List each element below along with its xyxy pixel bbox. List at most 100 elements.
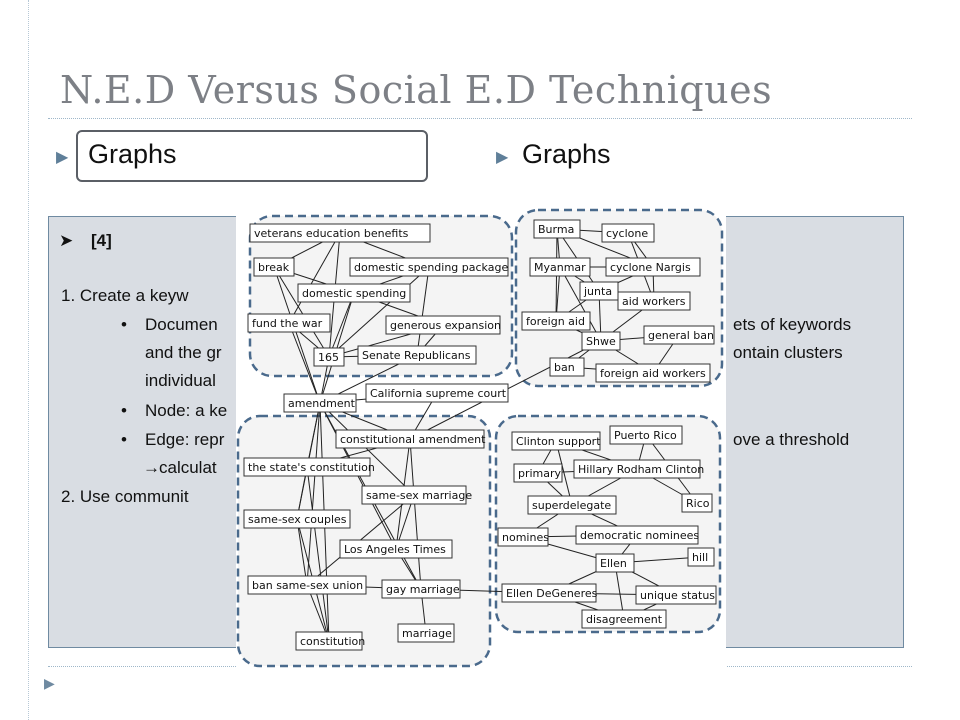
graph-edge [288, 322, 321, 404]
graph-node: same-sex marriage [361, 485, 472, 505]
graph-node-label: Ellen DeGeneres [506, 587, 598, 600]
graph-node: Los Angeles Times [339, 539, 453, 559]
graph-node-label: the state's constitution [248, 461, 375, 474]
arrow-bullet-icon: ➤ [59, 231, 74, 250]
graph-node-label: foreign aid [526, 315, 585, 328]
graph-node-box [397, 623, 455, 643]
graph-node-label: cyclone Nargis [610, 261, 691, 274]
graph-edge [328, 266, 430, 358]
graph-node: cyclone Nargis [605, 257, 701, 277]
graph-node-box [335, 429, 485, 449]
graph-node-label: Shwe [586, 335, 616, 348]
graph-node-box [601, 223, 655, 243]
graph-node-box [295, 631, 363, 651]
graph-node: Rico [681, 493, 713, 513]
slide-title: N.E.D Versus Social E.D Techniques [60, 68, 773, 112]
node-line: Node: a ke [145, 401, 228, 420]
graph-node-box [635, 585, 717, 605]
graph-node-box [385, 315, 501, 335]
graph-node: Ellen DeGeneres [501, 583, 598, 603]
graph-node: gay marriage [381, 579, 461, 599]
graph-node-label: California supreme court [370, 387, 507, 400]
graph-node-label: 165 [318, 351, 339, 364]
graph-node: Burma [533, 219, 581, 239]
graph-node: disagreement [581, 609, 667, 629]
graph-node: ban same-sex union [247, 575, 367, 595]
graph-node-label: primary [518, 467, 562, 480]
step-1-text: 1. Create a keyw [61, 286, 189, 305]
graph-node-label: ban [554, 361, 575, 374]
graph-node-label: Ellen [600, 557, 627, 570]
graph-node-label: superdelegate [532, 499, 611, 512]
calculate-line: calculat [159, 458, 217, 477]
graph-node-label: cyclone [606, 227, 648, 240]
graph-node-label: Hillary Rodham Clinton [578, 463, 704, 476]
graph-node-label: disagreement [586, 613, 663, 626]
right-heading: Graphs [522, 139, 611, 169]
graph-node: the state's constitution [243, 457, 375, 477]
graph-node: same-sex couples [243, 509, 351, 529]
graph-edge [319, 402, 415, 496]
individual-line: individual [145, 371, 216, 390]
graph-node-box [357, 345, 477, 365]
graph-node: fund the war [247, 313, 331, 333]
graph-node-box [595, 363, 711, 383]
graph-node-box [605, 257, 701, 277]
dot-bullet-icon: • [121, 401, 127, 420]
graph-node-box [501, 583, 597, 603]
graph-node-box [575, 525, 699, 545]
graph-node: Senate Republicans [357, 345, 477, 365]
graph-node-box [283, 393, 357, 413]
graph-node: Puerto Rico [609, 425, 683, 445]
graph-node-box [581, 609, 667, 629]
graph-edge [273, 266, 321, 404]
graph-node-label: hill [692, 551, 708, 564]
graph-node: generous expansion [385, 315, 501, 335]
graph-node-box [361, 485, 467, 505]
graph-node: junta [579, 281, 619, 301]
title-underline [48, 118, 912, 119]
graph-node-label: nomines [502, 531, 549, 544]
graph-node: hill [687, 547, 715, 567]
slide-nav-icon[interactable]: ▶ [44, 675, 55, 691]
citation: [4] [91, 231, 112, 250]
left-margin-rule [28, 0, 29, 720]
graph-node-box [529, 257, 591, 277]
graph-node-box [247, 313, 331, 333]
graph-node-box [253, 257, 295, 277]
graph-line: and the gr [145, 343, 222, 362]
right-fragment-clusters: ontain clusters [733, 343, 843, 362]
triangle-bullet-icon: ▶ [56, 149, 69, 166]
graph-node-box [687, 547, 715, 567]
graph-node-box [497, 527, 549, 547]
graph-node-label: fund the war [252, 317, 323, 330]
graph-node-label: Los Angeles Times [344, 543, 446, 556]
graph-node-label: aid workers [622, 295, 686, 308]
graph-node: Myanmar [529, 257, 591, 277]
graph-node-box [581, 331, 621, 351]
left-heading: Graphs [88, 139, 177, 169]
graph-node-box [511, 431, 601, 451]
graph-node: democratic nominees [575, 525, 699, 545]
graph-node: superdelegate [527, 495, 617, 515]
graph-node-box [365, 383, 509, 403]
graph-node: aid workers [617, 291, 691, 311]
graph-node-box [595, 553, 635, 573]
graph-node-label: gay marriage [386, 583, 460, 596]
graph-node-label: constitution [300, 635, 365, 648]
graph-node: Hillary Rodham Clinton [573, 459, 704, 479]
graph-node-label: veterans education benefits [254, 227, 409, 240]
right-arrow-icon: → [143, 458, 160, 477]
graph-node: amendment [283, 393, 357, 413]
graph-node: foreign aid workers [595, 363, 711, 383]
graph-node: domestic spending package [349, 257, 509, 277]
graph-node-box [579, 281, 619, 301]
graph-node-label: constitutional amendment [340, 433, 486, 446]
graph-node-box [521, 311, 591, 331]
graph-node-label: generous expansion [390, 319, 501, 332]
graph-node-label: same-sex marriage [366, 489, 472, 502]
graph-node-label: junta [583, 285, 612, 298]
graph-edge [306, 402, 321, 586]
graph-node-box [349, 257, 509, 277]
